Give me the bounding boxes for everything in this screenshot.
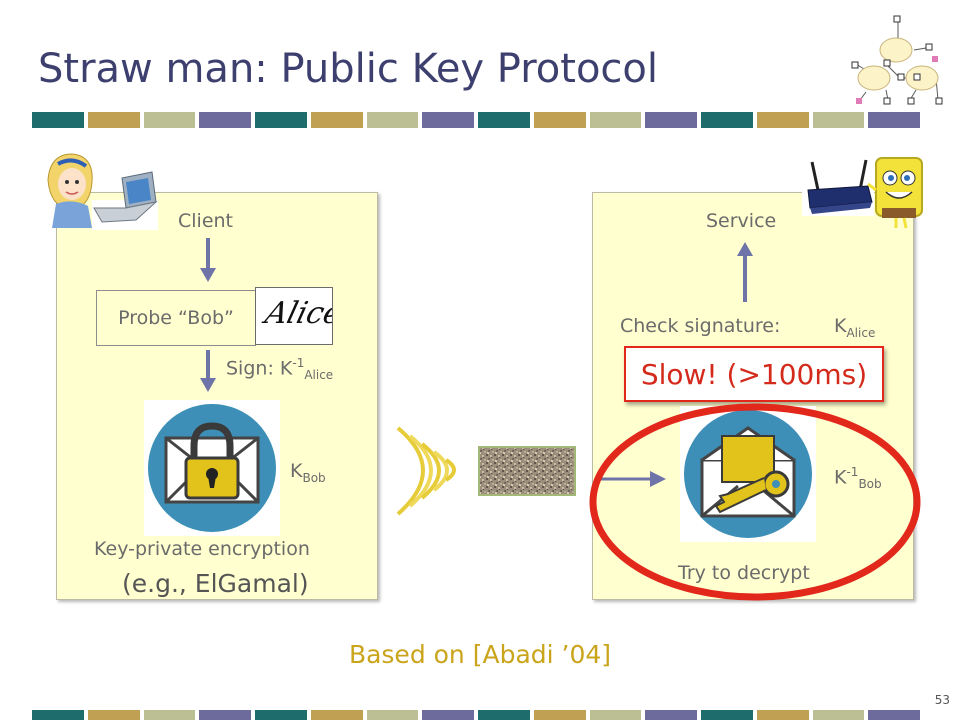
top-stripe: [32, 112, 920, 128]
arrow-down-client: [200, 238, 216, 282]
noise-ciphertext-icon: [478, 446, 576, 496]
page-number: 53: [934, 693, 950, 707]
dec-key-sup: -1: [846, 465, 859, 479]
enc-key-sub: Bob: [302, 470, 326, 485]
check-label: Check signature:: [620, 315, 781, 337]
highlight-ellipse: [589, 403, 921, 601]
broadcast-waves-icon: [396, 426, 456, 516]
alice-with-laptop-icon: [47, 153, 158, 230]
router-with-sponge-icon: [802, 150, 923, 229]
credit-text: Based on [Abadi ’04]: [348, 640, 612, 669]
alice-signature: Alice: [255, 287, 333, 345]
check-key-label: KAlice: [834, 315, 875, 340]
enc-key: K: [290, 460, 303, 482]
arrow-down-sign: [200, 350, 216, 392]
arrow-right-decrypt: [598, 471, 666, 487]
slide-title: Straw man: Public Key Protocol: [38, 46, 658, 92]
slow-callout: Slow! (>100ms): [624, 346, 884, 402]
sign-prefix: Sign:: [226, 357, 274, 380]
padlock-envelope-icon: [144, 400, 280, 536]
check-key: K: [834, 315, 847, 337]
arrow-up-service: [737, 242, 753, 302]
slow-label: Slow! (>100ms): [640, 357, 868, 391]
network-diagram-icon: [851, 15, 943, 105]
bottom-stripe: [32, 710, 920, 720]
key-envelope-icon: [680, 406, 816, 542]
decrypt-label: Try to decrypt: [678, 562, 810, 584]
encryption-example: (e.g., ElGamal): [122, 569, 309, 598]
service-label: Service: [706, 210, 777, 232]
dec-key-label: K-1Bob: [834, 465, 882, 491]
check-key-sub: Alice: [846, 325, 876, 340]
sign-key-sub: Alice: [304, 368, 334, 383]
probe-box: Probe “Bob”: [96, 290, 256, 346]
probe-label: Probe “Bob”: [118, 307, 234, 329]
sign-label: Sign: K-1Alice: [226, 356, 333, 382]
sign-key: K: [279, 357, 293, 380]
client-label: Client: [178, 210, 234, 232]
signature-text: Alice: [261, 296, 333, 331]
sign-key-sup: -1: [292, 356, 305, 370]
dec-key: K: [834, 466, 847, 489]
enc-key-label: KBob: [290, 460, 326, 485]
dec-key-sub: Bob: [858, 477, 882, 492]
encryption-label: Key-private encryption: [94, 538, 310, 560]
